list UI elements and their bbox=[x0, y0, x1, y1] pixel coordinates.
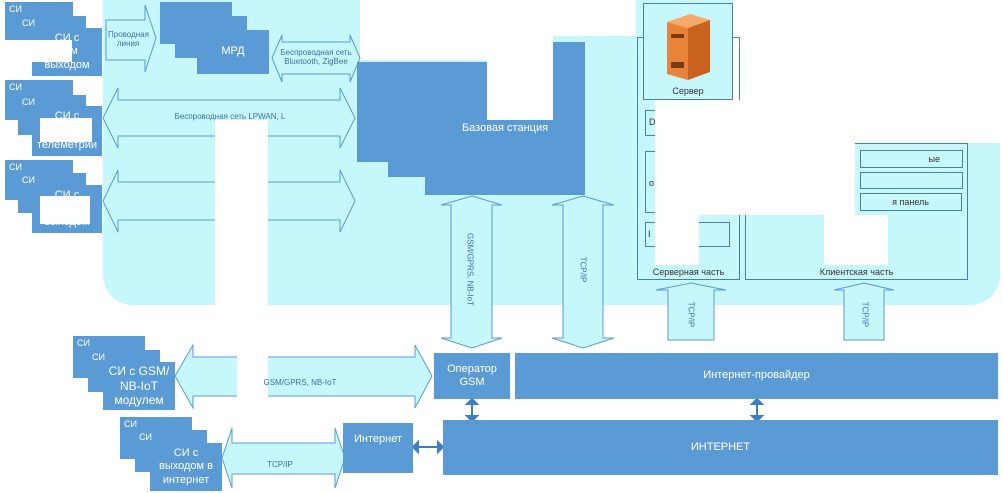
internet: ИНТЕРНЕТ bbox=[443, 420, 998, 475]
mask bbox=[237, 335, 268, 410]
sensor-label: СИ bbox=[9, 82, 22, 92]
mrd-node: МРД bbox=[197, 30, 269, 74]
sensor-label: СИ bbox=[124, 419, 137, 429]
base-station-back bbox=[357, 62, 389, 162]
mask bbox=[40, 118, 92, 142]
mask bbox=[824, 215, 888, 265]
wireless-label: Беспроводная сеть Bluetooth, ZigBee bbox=[280, 48, 352, 66]
sensor-label: СИ bbox=[77, 338, 90, 348]
wired-arrow bbox=[105, 4, 157, 73]
sensor-label: СИ bbox=[139, 432, 152, 442]
mask bbox=[40, 196, 90, 224]
box-label: D bbox=[649, 117, 656, 127]
gsm-operator: Оператор GSM bbox=[434, 353, 510, 399]
box-label: я панель bbox=[892, 197, 929, 207]
base-station-top bbox=[553, 42, 585, 62]
client-box-3: я панель bbox=[860, 193, 962, 211]
client-box-2 bbox=[860, 172, 963, 189]
mask bbox=[655, 215, 699, 265]
box-label: о bbox=[649, 178, 655, 188]
lpwan-label: Беспроводная сеть LPWAN, L bbox=[174, 112, 286, 121]
server-tcp-label: TCP/IP bbox=[686, 301, 696, 328]
gsm-bottom-label: GSM/GPRS, NB-IoT bbox=[263, 378, 337, 387]
box-label: ые bbox=[928, 154, 940, 164]
mask bbox=[0, 40, 72, 62]
client-box-1: ые bbox=[860, 150, 963, 168]
sensor-label: СИ bbox=[22, 97, 35, 107]
wired-label: Проводная линия bbox=[108, 30, 149, 48]
sensor-label: СИ bbox=[92, 352, 105, 362]
wireless-arrow bbox=[271, 34, 361, 83]
server-part-label: Серверная часть bbox=[652, 267, 725, 277]
gsm-vertical-arrow bbox=[440, 195, 503, 349]
client-part-label: Клиентская часть bbox=[819, 267, 894, 277]
sensor-label: СИ bbox=[22, 18, 35, 28]
sensor-gsm-nbiot: СИ с GSM/ NB-IoT модулем bbox=[103, 362, 175, 410]
mask bbox=[215, 120, 268, 335]
internet-small: Интернет bbox=[343, 423, 413, 473]
sensor-label: СИ bbox=[9, 162, 22, 172]
box-label: I bbox=[648, 229, 651, 239]
server-label: Сервер bbox=[672, 86, 704, 96]
sensor-internet: СИ с выходом в интернет bbox=[150, 443, 222, 491]
sensor-label: СИ bbox=[9, 4, 22, 14]
mask bbox=[655, 100, 855, 215]
sensor-label: СИ bbox=[22, 175, 35, 185]
mask bbox=[553, 0, 636, 36]
client-tcp-label: TCP/IP bbox=[860, 301, 870, 328]
client-tcp-arrow bbox=[833, 282, 895, 341]
mask bbox=[487, 40, 553, 120]
base-station-back bbox=[388, 62, 425, 177]
tcp-vertical-arrow bbox=[551, 195, 615, 349]
tcp-bottom-label: TCP/IP bbox=[267, 460, 293, 469]
lpwan-arrow bbox=[102, 87, 356, 149]
internet-provider: Интернет-провайдер bbox=[515, 353, 998, 399]
server-tcp-arrow bbox=[655, 282, 727, 341]
